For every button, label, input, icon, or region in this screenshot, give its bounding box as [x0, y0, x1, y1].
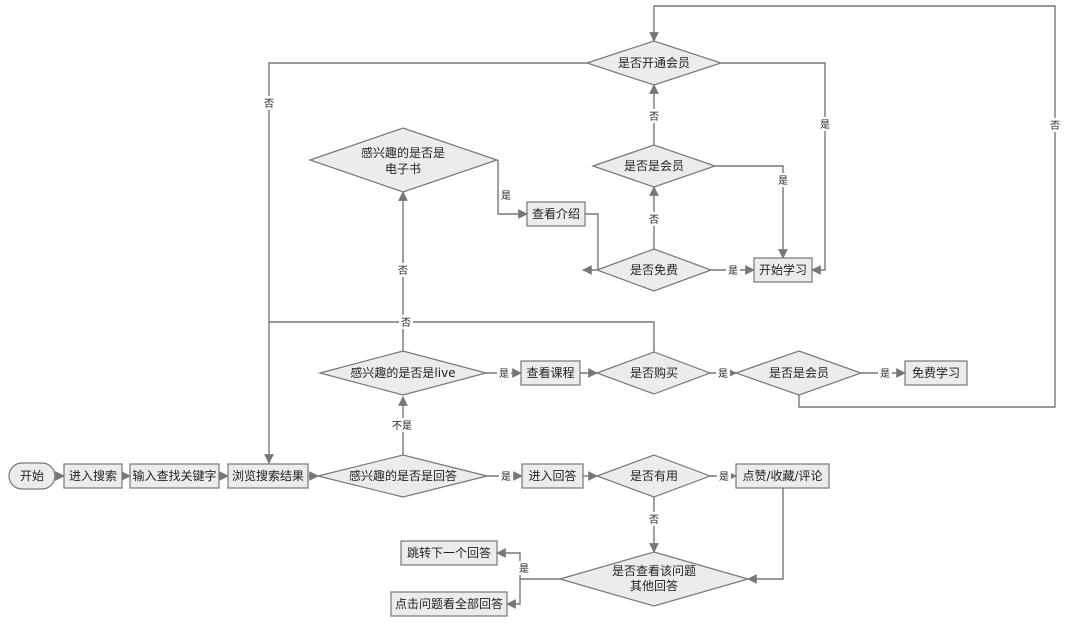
svg-text:否: 否: [1050, 120, 1060, 132]
svg-text:是: 是: [778, 175, 788, 187]
label-useful-no: 否: [647, 512, 661, 526]
label-not-answer: 不是: [389, 418, 415, 432]
label-useful-yes: 是: [717, 469, 731, 483]
click-view-all-node: 点击问题看全部回答: [390, 591, 508, 617]
nodes: 开始 进入搜索 输入查找关键字 浏览搜索结果 感兴趣的是否是回答 进入回答 是否…: [8, 40, 968, 617]
is-member-live-node: 是否是会员: [734, 350, 863, 396]
view-intro-label: 查看介绍: [532, 207, 580, 221]
svg-text:是: 是: [728, 265, 738, 277]
svg-text:否: 否: [649, 514, 659, 526]
open-membership-label: 是否开通会员: [618, 56, 690, 70]
edges: [55, 5, 1056, 609]
click-view-all-label: 点击问题看全部回答: [395, 596, 503, 611]
browse-results-label: 浏览搜索结果: [232, 468, 304, 483]
free-learning-node: 免费学习: [904, 360, 968, 386]
svg-text:否: 否: [649, 111, 659, 123]
edge-is-purchased-no-to-browse: [269, 321, 655, 352]
jump-next-answer-label: 跳转下一个回答: [407, 545, 491, 560]
start-learning-node: 开始学习: [753, 257, 813, 283]
input-keyword-node: 输入查找关键字: [129, 463, 220, 489]
view-other-answers-node: 是否查看该问题 其他回答: [557, 551, 751, 607]
is-answer-label: 感兴趣的是否是回答: [349, 468, 457, 483]
svg-text:否: 否: [264, 98, 274, 110]
label-ebook-yes: 是: [499, 188, 513, 202]
is-useful-node: 是否有用: [595, 454, 712, 498]
is-purchased-node: 是否购买: [595, 351, 712, 395]
is-member-book-node: 是否是会员: [591, 144, 717, 188]
edge-is-ebook-to-view-intro: [497, 160, 528, 219]
svg-text:是: 是: [499, 368, 509, 380]
svg-text:是: 是: [501, 471, 511, 483]
enter-search-label: 进入搜索: [69, 468, 117, 483]
label-member-live-yes: 是: [878, 366, 892, 380]
enter-answer-node: 进入回答: [521, 463, 584, 489]
view-course-node: 查看课程: [520, 360, 581, 386]
edge-view-other-to-click-all: [506, 579, 521, 609]
edge-is-member-book-to-start-learning: [715, 165, 788, 259]
jump-next-answer-node: 跳转下一个回答: [400, 540, 498, 566]
is-free-label: 是否免费: [630, 262, 678, 277]
view-intro-node: 查看介绍: [526, 201, 586, 227]
svg-text:否: 否: [649, 214, 659, 226]
svg-text:是: 是: [501, 190, 511, 202]
is-live-label: 感兴趣的是否是live: [350, 365, 455, 380]
edge-is-member-live-no-to-open-membership: [649, 5, 1056, 408]
is-ebook-node: 感兴趣的是否是 电子书: [308, 127, 499, 193]
is-ebook-label-1: 感兴趣的是否是: [361, 145, 445, 160]
edge-open-membership-no-to-browse: [264, 62, 587, 464]
start-learning-label: 开始学习: [759, 262, 807, 277]
is-useful-label: 是否有用: [630, 469, 678, 483]
svg-text:是: 是: [820, 119, 830, 131]
is-live-node: 感兴趣的是否是live: [317, 350, 489, 396]
label-answer-yes: 是: [499, 469, 513, 483]
browse-results-node: 浏览搜索结果: [227, 463, 309, 489]
is-member-book-label: 是否是会员: [624, 159, 684, 173]
like-collect-comment-node: 点赞/收藏/评论: [735, 463, 830, 489]
enter-search-node: 进入搜索: [63, 463, 123, 489]
svg-text:是: 是: [719, 471, 729, 483]
enter-answer-label: 进入回答: [528, 468, 576, 483]
label-open-yes: 是: [818, 117, 832, 131]
edge-view-intro-to-is-free: [582, 213, 599, 275]
svg-text:是: 是: [880, 368, 890, 380]
is-answer-node: 感兴趣的是否是回答: [317, 454, 488, 498]
start-node: 开始: [8, 462, 56, 490]
edge-open-membership-yes-to-start-learning: [721, 62, 826, 275]
edge-labels: 是 是 否 是 不是 是 是 是 否 否 是 是 否 是 否 是 否 否: [262, 96, 1062, 575]
label-live-yes: 是: [497, 366, 511, 380]
is-member-live-label: 是否是会员: [769, 366, 829, 380]
label-member-book-yes: 是: [776, 173, 790, 187]
is-purchased-label: 是否购买: [630, 365, 678, 380]
label-free-no: 否: [647, 212, 661, 226]
svg-text:是: 是: [718, 368, 728, 380]
svg-text:否: 否: [398, 265, 408, 277]
free-learning-label: 免费学习: [912, 365, 960, 380]
label-purchase-yes: 是: [716, 366, 730, 380]
open-membership-node: 是否开通会员: [585, 40, 723, 86]
svg-text:不是: 不是: [392, 420, 412, 432]
view-other-answers-label-2: 其他回答: [630, 578, 678, 593]
label-free-yes: 是: [726, 263, 740, 277]
view-course-label: 查看课程: [526, 365, 574, 380]
is-free-node: 是否免费: [595, 248, 713, 292]
label-live-no: 否: [396, 263, 410, 277]
svg-text:是: 是: [519, 563, 529, 575]
svg-text:否: 否: [401, 317, 411, 329]
label-open-no: 否: [262, 96, 276, 110]
start-label: 开始: [20, 469, 44, 483]
edge-like-to-view-other: [747, 488, 784, 584]
is-ebook-label-2: 电子书: [385, 162, 421, 176]
label-member-book-no: 否: [647, 109, 661, 123]
input-keyword-label: 输入查找关键字: [132, 468, 216, 483]
label-member-live-no: 否: [1048, 118, 1062, 132]
label-purchase-no: 否: [399, 315, 413, 329]
label-other-yes: 是: [517, 561, 531, 575]
view-other-answers-label-1: 是否查看该问题: [612, 564, 696, 578]
like-collect-comment-label: 点赞/收藏/评论: [742, 469, 822, 483]
